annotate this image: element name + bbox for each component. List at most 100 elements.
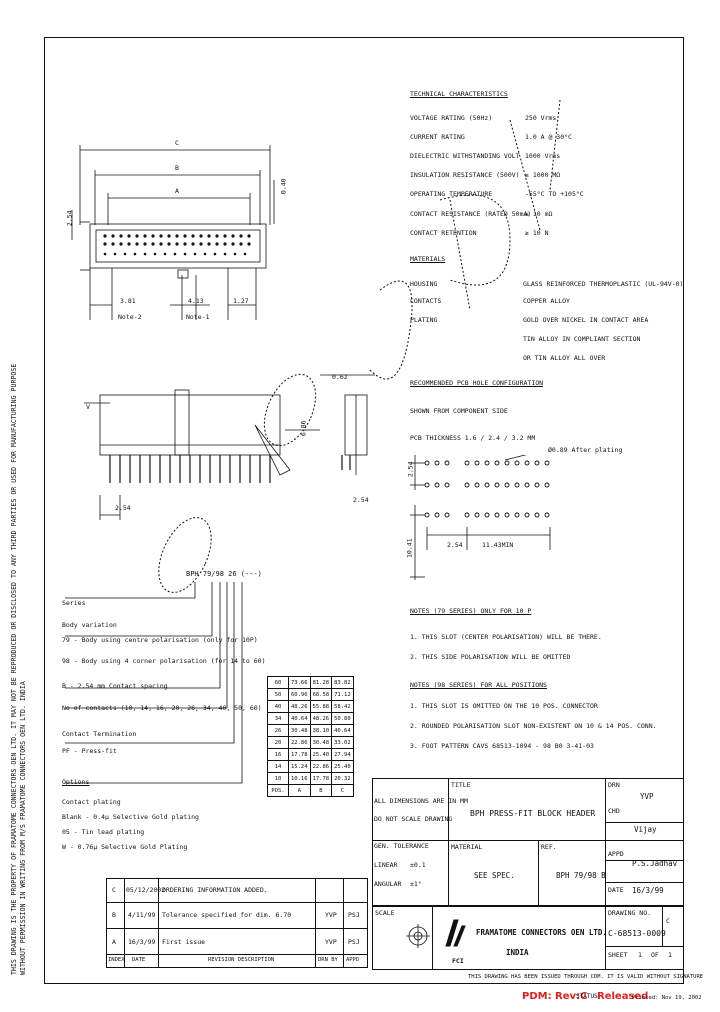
copy-watermark [158,99,561,593]
order-contacts: No of contacts (10, 14, 16, 20, 26, 34, … [62,704,262,712]
ordering-leaders [65,582,243,784]
pcb-hole-size: Ø0.89 After plating [548,446,623,454]
drawing-frame [44,37,684,984]
dim-381: 3.81 [120,297,136,305]
do-not-scale-note: DO NOT SCALE DRAWING [374,815,453,823]
revision-table [106,878,368,968]
tech-value: 1.0 A @ 30°C [525,133,572,141]
ref-label: REF. [541,843,557,851]
revision-date: 4/11/99 [128,911,156,919]
projection-symbol-icon [406,924,430,948]
pdm-revision: PDM: Rev:C [522,991,588,1002]
revision-drawn-by: YVP [325,911,337,919]
rev-letter: C [666,917,670,925]
pdm-status: Released [597,991,649,1002]
revision-approved-by: PSJ [348,911,360,919]
fci-label: FCI [452,957,464,965]
material-value: GLASS REINFORCED THERMOPLASTIC (UL-94V-0… [523,280,684,288]
tech-label: CONTACT RESISTANCE (RATED 50mA) [410,210,532,218]
chd-value: Vijay [634,825,657,834]
dim-062: 0.62 [332,373,348,381]
material-label: HOUSING [410,280,438,288]
pcb-dim-254-vertical: 2.54 [406,461,415,478]
linear-label: LINEAR [374,861,398,869]
order-plating: Contact plating [62,798,121,806]
dim-254-top: 2.54 [65,210,74,227]
scale-label: SCALE [375,909,395,917]
notes79-heading: NOTES (79 SERIES) ONLY FOR 10 P [410,607,532,615]
revision-date: 05/12/2002 [126,886,166,894]
revision-description: Tolerance specified for dim. 6.70 [162,911,292,919]
copyright-notice: THIS DRAWING IS THE PROPERTY OF FRAMATOM… [4,345,40,975]
fci-logo-icon [445,919,466,947]
revision-index: C [112,886,116,894]
dim-254-side-right: 2.54 [353,496,369,504]
sheet-number: 1 [638,951,642,959]
top-view-drawing [71,145,275,320]
tech-label: CONTACT RETENTION [410,229,477,237]
materials-heading: MATERIALS [410,255,446,263]
notes98-line: 1. THIS SLOT IS OMITTED ON THE 10 POS. C… [410,702,598,710]
appd-label: APPD [608,850,624,858]
revision-header-description: REVISION DESCRIPTION [208,957,275,963]
order-spacing: B - 2.54 mm Contact spacing [62,682,168,690]
revision-drawn-by: YVP [325,938,337,946]
tech-value: ≤ 10 mΩ [525,210,553,218]
material-value: GOLD OVER NICKEL IN CONTACT AREA [523,316,649,324]
revision-header-index: INDEX [108,957,125,963]
chd-label: CHD [608,807,620,815]
pcb-hole-pattern [410,455,551,580]
order-press-fit: PF - Press-fit [62,747,117,755]
material-value: COPPER ALLOY [523,297,570,305]
tech-value: 1000 Vrms [525,152,561,160]
title-label: TITLE [451,781,471,789]
tech-label: OPERATING TEMPERATURE [410,190,493,198]
linear-value: ±0.1 [410,861,426,869]
pcb-heading: RECOMMENDED PCB HOLE CONFIGURATION [410,379,544,387]
tech-value: 250 Vrms [525,114,557,122]
sheet-total: 1 [668,951,672,959]
drawing-no-label: DRAWING NO. [608,909,652,917]
order-plating-option: 05 - Tin lead plating [62,828,145,836]
revision-description: First issue [162,938,206,946]
dim-254-side: 2.54 [115,504,131,512]
dim-c: C [175,139,179,147]
angular-label: ANGULAR [374,880,402,888]
dim-v: V [86,403,90,411]
side-view-drawing [84,374,375,520]
order-body-variation: Body variation [62,621,117,629]
tech-label: CURRENT RATING [410,133,465,141]
appd-value: P.S.Jadhav [632,859,678,868]
drawing-title: BPH PRESS-FIT BLOCK HEADER [470,809,596,818]
ref-value: BPH 79/98 B [556,871,606,880]
order-termination: Contact Termination [62,730,137,738]
company-name: FRAMATOME CONNECTORS OEN LTD. [476,928,607,937]
pcb-thickness: PCB THICKNESS 1.6 / 2.4 / 3.2 MM [410,434,536,442]
title-block [372,778,684,906]
notes98-line: 2. ROUNDED POLARISATION SLOT NON-EXISTEN… [410,722,657,730]
title-block-lower [372,906,684,970]
order-series: Series [62,599,86,607]
drawing-number: C-68513-0009 [608,929,666,938]
sheet-label: SHEET [608,951,628,959]
material-label: PLATING [410,316,438,324]
dim-413: 4.13 [188,297,204,305]
revision-header-date: DATE [132,957,146,963]
material-label: CONTACTS [410,297,442,305]
drn-value: YVP [640,792,654,801]
order-v98: 98 - Body using 4 corner polarisation (f… [62,657,266,665]
note2-label: Note-2 [118,313,142,321]
revision-header-approved: APPD [346,957,360,963]
pcb-dim-254-horizontal: 2.54 [447,541,463,549]
pcb-dim-1041: 10.41 [405,538,414,559]
cdm-footer-note: THIS DRAWING HAS BEEN ISSUED THROUGH CDM… [468,974,704,980]
material-value: SEE SPEC. [474,871,515,880]
tech-heading: TECHNICAL CHARACTERISTICS [410,90,508,98]
